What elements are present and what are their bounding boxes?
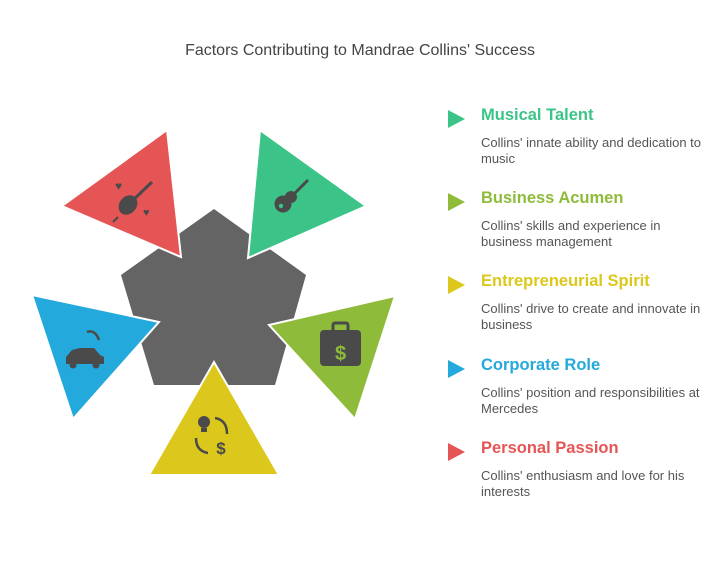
triangle-entrepreneurial-spirit — [147, 359, 281, 476]
triangle-personal-passion — [59, 128, 183, 259]
item-description: Collins' drive to create and innovate in… — [481, 301, 701, 332]
triangle-musical-talent — [246, 128, 369, 260]
diagram-title: Factors Contributing to Mandrae Collins'… — [185, 42, 535, 59]
item-heading: Entrepreneurial Spirit — [481, 272, 650, 290]
triangle-bullet-icon — [448, 110, 465, 128]
violin-hearts-icon: ♥ ♥ — [112, 179, 154, 223]
svg-text:♥: ♥ — [143, 207, 150, 219]
guitar-icon — [274, 178, 310, 213]
item-description: Collins' enthusiasm and love for his int… — [481, 468, 685, 499]
briefcase-dollar-icon: $ — [320, 321, 361, 366]
item-heading: Personal Passion — [481, 439, 619, 457]
svg-text:$: $ — [335, 343, 346, 365]
triangle-bullet-icon — [448, 360, 465, 378]
triangle-bullet-icon — [448, 443, 465, 461]
triangle-bullet-icon — [448, 276, 465, 294]
item-heading: Corporate Role — [481, 356, 601, 374]
car-exchange-icon — [66, 330, 104, 369]
item-heading: Business Acumen — [481, 189, 624, 207]
item-description: Collins' innate ability and dedication t… — [481, 135, 702, 166]
triangle-bullet-icon — [448, 193, 465, 211]
item-description: Collins' position and responsibilities a… — [481, 385, 700, 416]
svg-text:♥: ♥ — [115, 179, 122, 193]
item-description: Collins' skills and experience in busine… — [481, 218, 661, 249]
idea-money-cycle-icon: $ — [194, 416, 229, 458]
item-heading: Musical Talent — [481, 106, 594, 124]
svg-text:$: $ — [216, 439, 226, 458]
